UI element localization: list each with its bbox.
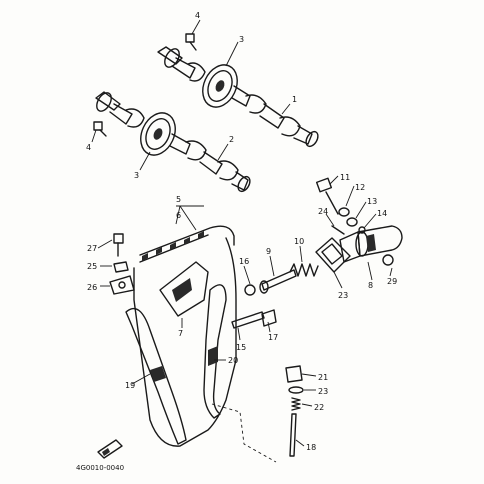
callout-3-upper: 3 <box>239 35 244 44</box>
callout-11: 11 <box>340 173 350 182</box>
callout-15: 15 <box>236 343 246 352</box>
figure-code: 4G0010-0040 <box>76 464 124 472</box>
washer-12 <box>338 185 355 217</box>
pushrod-21 <box>289 413 305 457</box>
callout-13: 13 <box>367 197 377 206</box>
callout-19: 20 <box>228 356 238 365</box>
bolt-27 <box>97 233 124 257</box>
callout-4-upper: 4 <box>195 11 200 20</box>
camshaft-upper <box>157 46 319 148</box>
bolt-11 <box>315 175 339 215</box>
callout-20: 21 <box>318 373 328 382</box>
collar-17 <box>261 309 277 333</box>
callout-2: 2 <box>229 135 234 144</box>
chain-guide-7 <box>159 261 209 328</box>
callout-5: 5 <box>176 195 181 204</box>
callout-21: 18 <box>306 443 316 452</box>
spring-22 <box>291 397 313 411</box>
washer-25 <box>100 261 129 273</box>
callout-18: 19 <box>125 381 135 390</box>
tensioner-guide-18 <box>125 307 187 445</box>
callout-1: 1 <box>292 95 297 104</box>
rod-9 <box>259 255 297 294</box>
spring-10 <box>289 245 319 277</box>
oring-29 <box>382 254 394 277</box>
callout-14: 14 <box>377 209 387 218</box>
callout-24: 24 <box>318 207 328 216</box>
callout-23-lower: 23 <box>318 387 328 396</box>
bolt-15 <box>231 311 265 341</box>
bolt-4-upper <box>185 19 201 51</box>
seal-14 <box>358 213 377 234</box>
bolt-24 <box>325 213 345 235</box>
chain-guide-19 <box>203 284 227 419</box>
callout-17: 17 <box>268 333 278 342</box>
leader-3-lower <box>139 151 151 171</box>
callout-12: 12 <box>355 183 365 192</box>
callout-4-lower: 4 <box>86 143 91 152</box>
callout-23-upper: 23 <box>338 291 348 300</box>
front-arrow-icon <box>97 439 123 459</box>
callout-10: 10 <box>294 237 304 246</box>
callout-6: 6 <box>176 211 181 220</box>
callout-16: 16 <box>239 257 249 266</box>
callout-3-lower: 3 <box>134 171 139 180</box>
callout-29: 29 <box>387 277 397 286</box>
gasket-23-upper <box>315 237 351 289</box>
callout-9: 9 <box>266 247 271 256</box>
cam-chain <box>133 205 237 447</box>
washer-13 <box>346 201 367 227</box>
callout-8: 8 <box>368 281 373 290</box>
callout-26: 26 <box>87 283 97 292</box>
assembly-line <box>211 403 277 463</box>
leader-3-upper <box>225 41 239 67</box>
callout-25: 25 <box>87 262 97 271</box>
callout-27: 27 <box>87 244 97 253</box>
callout-7: 7 <box>178 329 183 338</box>
tensioner-body-8 <box>339 225 403 281</box>
callout-22: 22 <box>314 403 324 412</box>
washer-16 <box>243 265 256 296</box>
cap-bolt-20 <box>285 365 317 383</box>
bolt-4-lower <box>91 121 107 143</box>
gasket-23-lower <box>288 386 316 394</box>
plate-26 <box>100 275 135 295</box>
